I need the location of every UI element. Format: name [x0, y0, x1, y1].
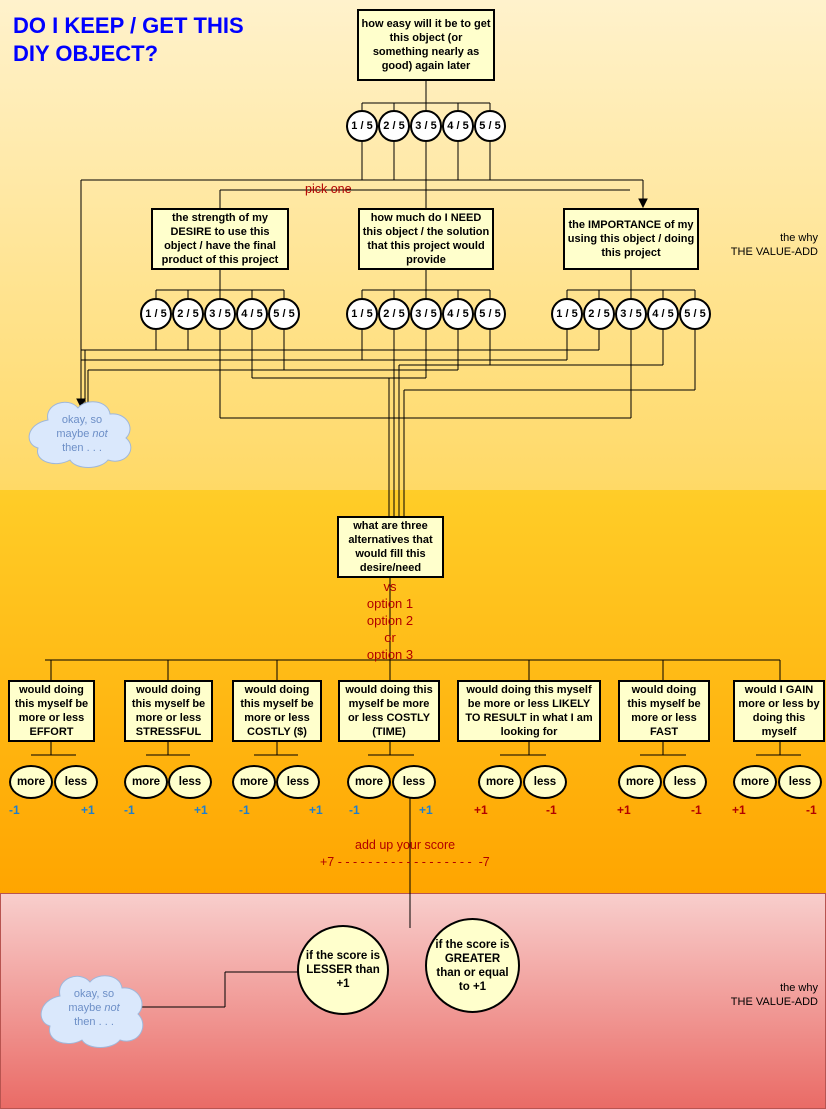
cloud-top-line2a: maybe [56, 428, 93, 440]
more-button-gain[interactable]: more [733, 765, 777, 799]
rating-importance-2[interactable]: 2 / 5 [583, 298, 615, 330]
less-button-likely-result[interactable]: less [523, 765, 567, 799]
alternatives-box: what are three alternatives that would f… [337, 516, 444, 578]
question-costly-time: would doing this myself be more or less … [338, 680, 440, 742]
rating-need-1[interactable]: 1 / 5 [346, 298, 378, 330]
page-title: DO I KEEP / GET THIS DIY OBJECT? [13, 13, 244, 66]
more-button-stressful[interactable]: more [124, 765, 168, 799]
rating-importance-4[interactable]: 4 / 5 [647, 298, 679, 330]
rating-top-3[interactable]: 3 / 5 [410, 110, 442, 142]
rating-top-4[interactable]: 4 / 5 [442, 110, 474, 142]
score-costly-time-less: +1 [419, 803, 433, 817]
cloud-top-line3: then . . . [62, 442, 102, 454]
cloud-bottom-line2b: not [104, 1002, 120, 1014]
branch-desire: the strength of my DESIRE to use this ob… [151, 208, 289, 270]
options-list: vs option 1 option 2 or option 3 [340, 578, 440, 663]
side-note-top-line1: the why [780, 232, 818, 244]
score-stressful-less: +1 [194, 803, 208, 817]
less-button-costly-money[interactable]: less [276, 765, 320, 799]
less-button-costly-time[interactable]: less [392, 765, 436, 799]
result-lesser: if the score is LESSER than +1 [297, 925, 389, 1015]
score-costly-money-less: +1 [309, 803, 323, 817]
rating-importance-3[interactable]: 3 / 5 [615, 298, 647, 330]
rating-top-2[interactable]: 2 / 5 [378, 110, 410, 142]
question-obtain-again: how easy will it be to get this object (… [357, 9, 495, 81]
rating-importance-5[interactable]: 5 / 5 [679, 298, 711, 330]
rating-desire-1[interactable]: 1 / 5 [140, 298, 172, 330]
rating-need-3[interactable]: 3 / 5 [410, 298, 442, 330]
rating-importance-1[interactable]: 1 / 5 [551, 298, 583, 330]
rating-desire-5[interactable]: 5 / 5 [268, 298, 300, 330]
branch-importance: the IMPORTANCE of my using this object /… [563, 208, 699, 270]
less-button-effort[interactable]: less [54, 765, 98, 799]
cloud-bottom-line3: then . . . [74, 1016, 114, 1028]
result-greater: if the score is GREATER than or equal to… [425, 918, 520, 1013]
question-costly-money: would doing this myself be more or less … [232, 680, 322, 742]
score-likely-result-less: -1 [546, 803, 557, 817]
option-or: or [384, 630, 396, 645]
rating-need-4[interactable]: 4 / 5 [442, 298, 474, 330]
cloud-top-line2: maybe not [40, 427, 124, 441]
rating-desire-2[interactable]: 2 / 5 [172, 298, 204, 330]
rating-need-5[interactable]: 5 / 5 [474, 298, 506, 330]
cloud-bottom-line2: maybe not [52, 1001, 136, 1015]
less-button-gain[interactable]: less [778, 765, 822, 799]
pick-one-label: pick one [305, 182, 352, 196]
cloud-bottom-line1: okay, so [73, 988, 115, 1000]
rating-top-5[interactable]: 5 / 5 [474, 110, 506, 142]
cloud-top-line2b: not [92, 428, 108, 440]
cloud-bottom-shape [40, 975, 144, 1048]
question-stressful: would doing this myself be more or less … [124, 680, 213, 742]
score-likely-result-more: +1 [474, 803, 488, 817]
more-button-effort[interactable]: more [9, 765, 53, 799]
side-note-top-line2: THE VALUE-ADD [730, 246, 818, 258]
rating-desire-4[interactable]: 4 / 5 [236, 298, 268, 330]
rating-top-1[interactable]: 1 / 5 [346, 110, 378, 142]
score-range: +7 - - - - - - - - - - - - - - - - - - -… [320, 855, 490, 869]
score-gain-less: -1 [806, 803, 817, 817]
question-effort: would doing this myself be more or less … [8, 680, 95, 742]
option-vs: vs [383, 579, 397, 594]
add-up-label: add up your score [355, 838, 456, 852]
more-button-fast[interactable]: more [618, 765, 662, 799]
question-fast: would doing this myself be more or less … [618, 680, 710, 742]
score-fast-less: -1 [691, 803, 702, 817]
side-note-bottom: the why THE VALUE-ADD [700, 981, 818, 1009]
question-gain: would I GAIN more or less by doing this … [733, 680, 825, 742]
score-stressful-more: -1 [124, 803, 135, 817]
option-2: option 2 [366, 613, 414, 628]
score-effort-more: -1 [9, 803, 20, 817]
side-note-bottom-line1: the why [780, 982, 818, 994]
option-3: option 3 [366, 647, 414, 662]
cloud-bottom-line2a: maybe [68, 1002, 105, 1014]
side-note-bottom-line2: THE VALUE-ADD [730, 996, 818, 1008]
score-fast-more: +1 [617, 803, 631, 817]
cloud-top-text: okay, so maybe not then . . . [40, 413, 124, 455]
cloud-top-line1: okay, so [61, 414, 103, 426]
less-button-fast[interactable]: less [663, 765, 707, 799]
score-costly-time-more: -1 [349, 803, 360, 817]
more-button-likely-result[interactable]: more [478, 765, 522, 799]
option-1: option 1 [366, 596, 414, 611]
more-button-costly-money[interactable]: more [232, 765, 276, 799]
score-gain-more: +1 [732, 803, 746, 817]
side-note-top: the why THE VALUE-ADD [700, 231, 818, 259]
cloud-top-shape [28, 401, 132, 468]
question-likely-result: would doing this myself be more or less … [457, 680, 601, 742]
score-effort-less: +1 [81, 803, 95, 817]
less-button-stressful[interactable]: less [168, 765, 212, 799]
score-costly-money-more: -1 [239, 803, 250, 817]
branch-need: how much do I NEED this object / the sol… [358, 208, 494, 270]
cloud-bottom-text: okay, so maybe not then . . . [52, 987, 136, 1029]
rating-need-2[interactable]: 2 / 5 [378, 298, 410, 330]
more-button-costly-time[interactable]: more [347, 765, 391, 799]
rating-desire-3[interactable]: 3 / 5 [204, 298, 236, 330]
